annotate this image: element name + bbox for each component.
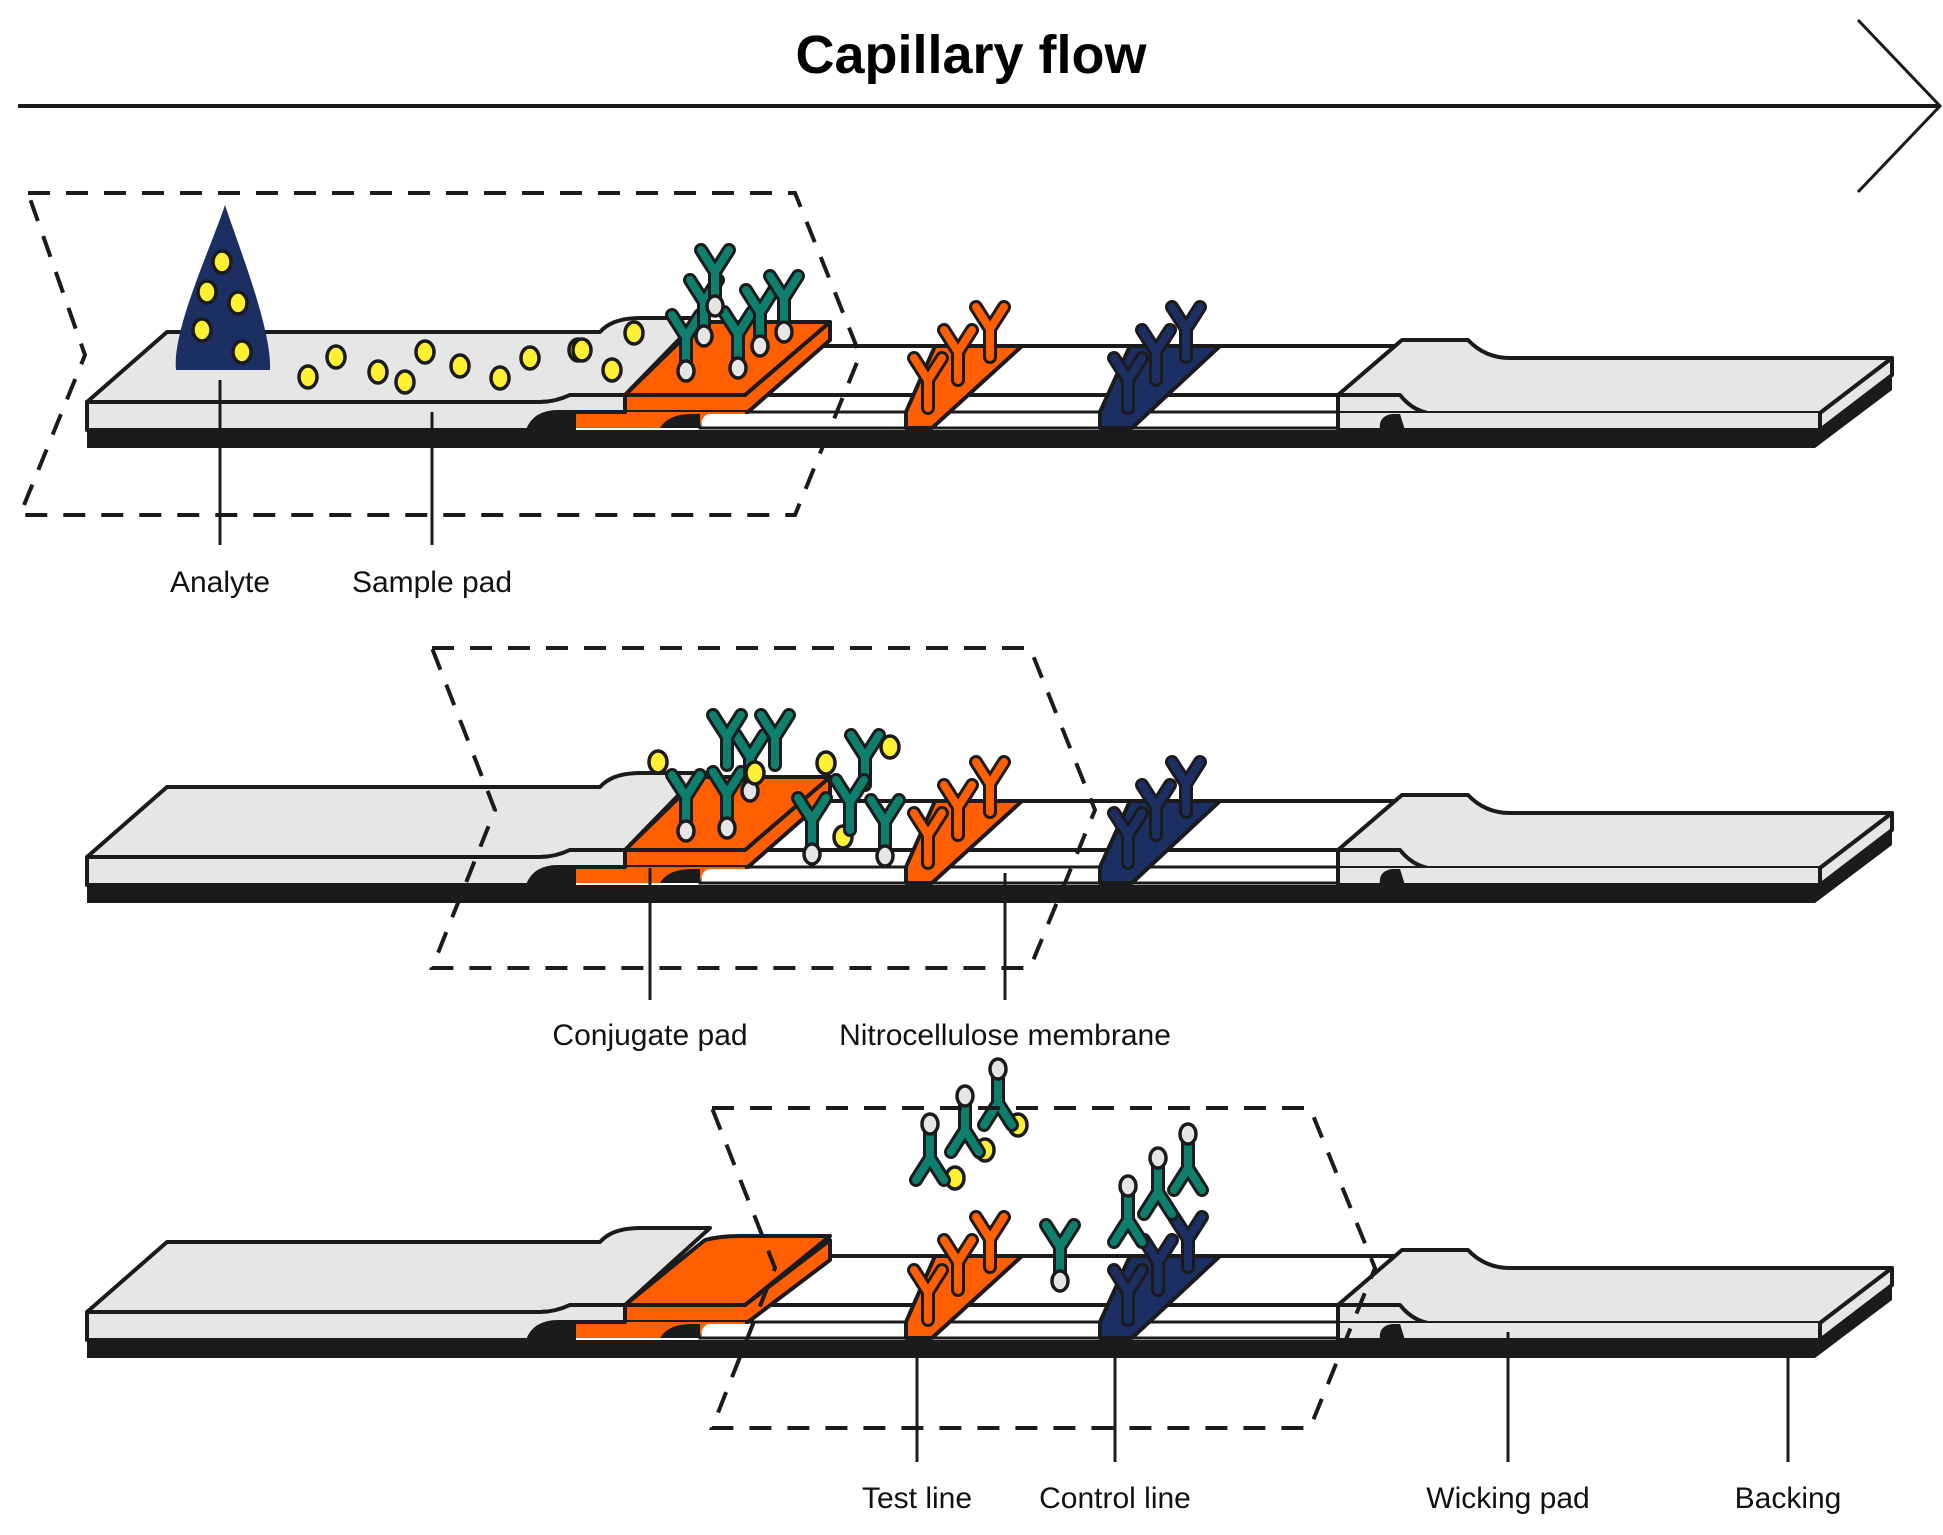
focus-region-2 [429, 646, 1098, 970]
label-test-line: Test line [862, 1482, 972, 1515]
focus-region [17, 191, 863, 517]
sample-droplet [175, 205, 271, 370]
label-backing: Backing [1735, 1482, 1842, 1515]
label-sample-pad: Sample pad [352, 566, 512, 599]
panel-stage-2 [85, 715, 1894, 903]
label-conjugate-pad: Conjugate pad [552, 1019, 747, 1052]
focus-region-3 [709, 1106, 1378, 1430]
wicking-pad [1336, 338, 1894, 432]
label-nitrocellulose-membrane: Nitrocellulose membrane [839, 1019, 1171, 1052]
panel-stage-1: Analyte Sample pad [17, 191, 1894, 599]
panel-stage-3 [85, 1059, 1894, 1358]
backing [87, 370, 1892, 448]
label-wicking-pad: Wicking pad [1426, 1482, 1589, 1515]
label-control-line: Control line [1039, 1482, 1191, 1515]
label-analyte: Analyte [170, 566, 270, 599]
flow-arrow-head [1856, 18, 1943, 194]
diagram-title: Capillary flow [795, 25, 1147, 85]
